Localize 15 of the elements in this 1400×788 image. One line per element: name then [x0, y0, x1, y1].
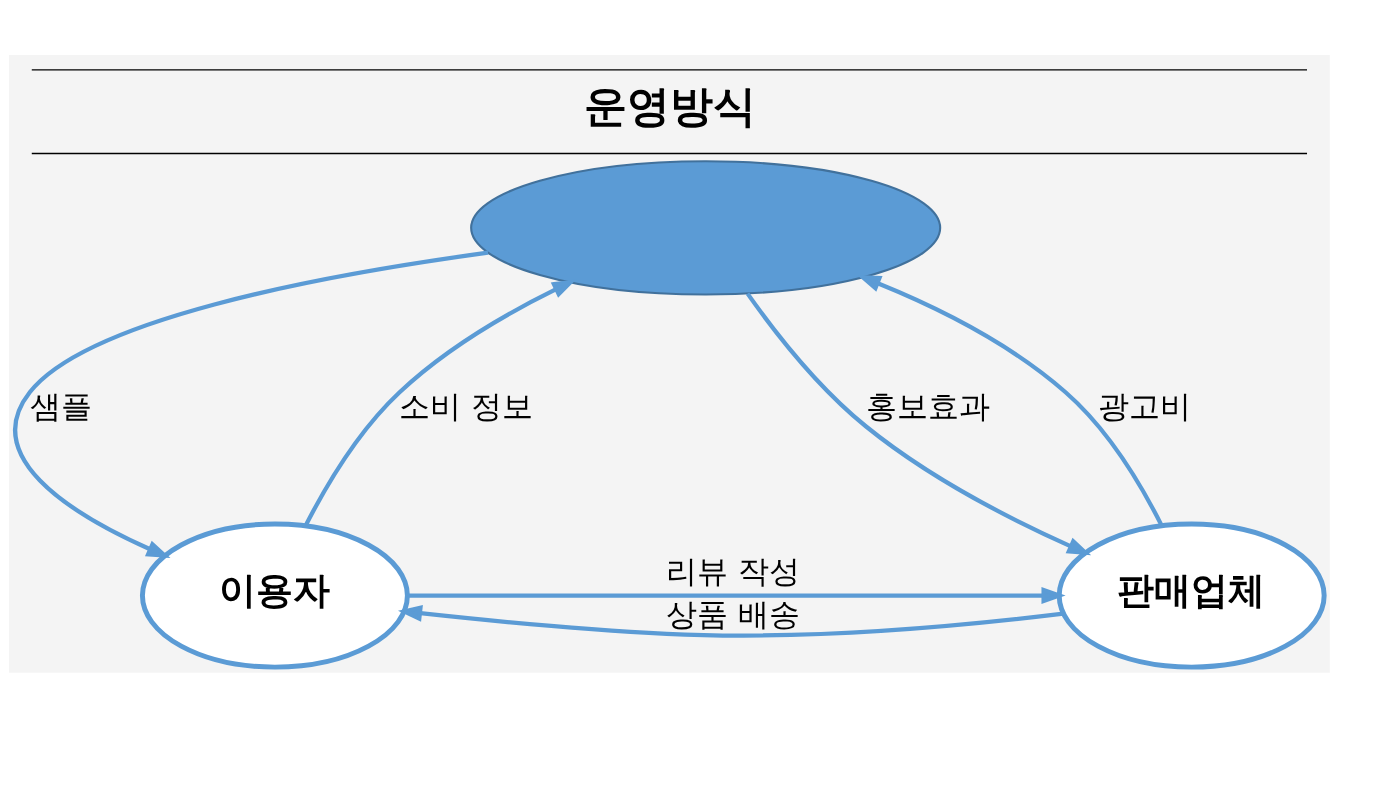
- edge-label: 소비 정보: [399, 387, 534, 424]
- arrow: [398, 604, 1064, 638]
- edge-label: 상품 배송: [666, 595, 801, 632]
- arrow: [857, 274, 1164, 527]
- arrow: [303, 279, 577, 527]
- edge-label: 홍보효과: [866, 387, 991, 424]
- arrow: [745, 291, 1092, 555]
- edge-label: 리뷰 작성: [666, 552, 801, 589]
- edge-label: 샘플: [29, 387, 92, 424]
- arrow: [13, 250, 489, 558]
- edge-label: 광고비: [1098, 387, 1192, 424]
- arrow: [407, 586, 1066, 604]
- node-ellipse: 이용자: [139, 521, 410, 670]
- diagram-title: 운영방식: [583, 81, 756, 131]
- node-ellipse: 판매업체: [1056, 521, 1327, 670]
